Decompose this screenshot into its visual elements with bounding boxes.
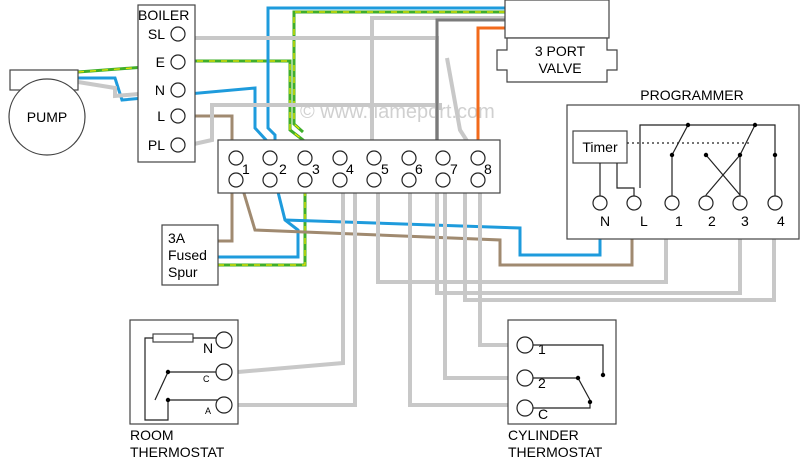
valve-dark-grey-wire	[435, 18, 505, 158]
room-stat-a-wire	[238, 180, 357, 407]
boiler-terminal-e: E	[156, 54, 165, 70]
programmer-terminal-1: 1	[675, 213, 683, 229]
cyl-stat-2-wire	[443, 180, 525, 380]
boiler-terminal-pl: PL	[148, 137, 165, 153]
boiler-screw-e	[170, 54, 186, 70]
earth-wire-spur-stripe	[218, 182, 306, 266]
room-stat-screw-a	[215, 396, 233, 414]
live-wire-spur	[218, 180, 234, 243]
junction-terminal-2: 2	[262, 150, 287, 188]
room-stat-c-wire	[237, 180, 345, 374]
junction-terminal-7: 7	[435, 150, 458, 188]
earth-wire-valve-stripe	[293, 11, 505, 133]
programmer-4-wire	[463, 180, 776, 302]
junction-terminal-4: 4	[332, 150, 354, 188]
programmer-1-wire	[376, 180, 668, 284]
programmer-terminal-2: 2	[708, 213, 716, 229]
valve-orange-wire	[476, 26, 505, 158]
cyl-stat-terminal-1: 1	[538, 341, 546, 357]
svg-text:6: 6	[415, 161, 423, 177]
cyl-stat-screw-c	[516, 399, 534, 417]
fused-spur-box	[161, 224, 219, 286]
live-wire-programmer	[238, 179, 634, 267]
room-thermostat: N C A ROOM THERMOSTAT	[129, 319, 239, 460]
programmer: PROGRAMMER Timer N L 1 2 3 4	[566, 87, 800, 240]
programmer-screw-l	[626, 195, 642, 211]
junction-terminal-5: 5	[366, 150, 389, 188]
boiler-screw-sl	[170, 26, 186, 42]
fused-spur: 3A Fused Spur	[161, 224, 219, 286]
room-stat-terminal-a: A	[205, 406, 211, 416]
svg-text:2: 2	[279, 161, 287, 177]
programmer-title: PROGRAMMER	[640, 87, 743, 103]
junction-box-frame	[217, 139, 501, 194]
programmer-screw-3	[732, 195, 748, 211]
svg-text:7: 7	[450, 161, 458, 177]
junction-box: 1 2 3 4 5 6 7 8	[217, 139, 501, 194]
cylinder-thermostat-title-1: CYLINDER	[508, 427, 579, 443]
svg-text:4: 4	[346, 161, 354, 177]
neutral-wire-programmer	[284, 200, 602, 257]
junction-terminal-3: 3	[297, 150, 320, 188]
junction-terminal-1: 1	[228, 150, 250, 188]
cylinder-thermostat-title-2: THERMOSTAT	[508, 444, 603, 460]
room-stat-terminal-n: N	[203, 340, 213, 356]
boiler-terminal-n: N	[155, 82, 165, 98]
programmer-3-wire	[435, 180, 742, 295]
junction-terminal-6: 6	[401, 150, 423, 188]
room-thermostat-title-2: THERMOSTAT	[130, 444, 225, 460]
timer-label: Timer	[582, 139, 618, 155]
room-thermostat-title-1: ROOM	[130, 427, 174, 443]
svg-text:3: 3	[312, 161, 320, 177]
programmer-screw-4	[767, 195, 783, 211]
cylinder-thermostat: 1 2 C CYLINDER THERMOSTAT	[507, 319, 617, 460]
svg-text:1: 1	[242, 161, 250, 177]
programmer-terminal-3: 3	[741, 213, 749, 229]
cyl-stat-screw-2	[516, 369, 534, 387]
valve-label-1: 3 PORT	[535, 43, 586, 59]
boiler-terminal-sl: SL	[148, 26, 165, 42]
valve-body	[496, 37, 618, 83]
programmer-screw-2	[698, 195, 714, 211]
programmer-terminal-4: 4	[777, 213, 785, 229]
room-stat-screw-n	[215, 331, 233, 349]
room-stat-screw-c	[215, 363, 233, 381]
boiler-screw-n	[170, 82, 186, 98]
permanent-live-wire	[184, 103, 442, 148]
room-thermostat-resistor	[152, 333, 194, 343]
valve-grey-wire	[370, 16, 505, 158]
svg-text:8: 8	[484, 161, 492, 177]
boiler: BOILER SL E N L PL	[137, 4, 196, 163]
valve-head	[504, 0, 610, 39]
boiler-screw-pl	[170, 137, 186, 153]
fused-spur-label-2: Fused	[168, 247, 207, 263]
junction-terminal-8: 8	[470, 150, 492, 188]
three-port-valve: 3 PORT VALVE	[496, 0, 618, 83]
cyl-stat-terminal-2: 2	[538, 375, 546, 391]
boiler-screw-l	[170, 108, 186, 124]
cyl-stat-c-wire	[408, 180, 525, 407]
room-stat-terminal-c: C	[203, 374, 210, 384]
boiler-title: BOILER	[138, 7, 189, 23]
cyl-stat-terminal-c: C	[538, 406, 548, 422]
neutral-wire-valve	[266, 6, 505, 158]
pump-body	[8, 78, 86, 156]
pump: PUMP	[8, 69, 86, 156]
fused-spur-label-3: Spur	[168, 264, 198, 280]
svg-text:5: 5	[381, 161, 389, 177]
programmer-terminal-l: L	[640, 213, 648, 229]
boiler-box	[137, 4, 196, 163]
cyl-stat-screw-1	[516, 336, 534, 354]
boiler-terminal-l: L	[157, 108, 165, 124]
programmer-screw-1	[664, 195, 680, 211]
pump-label: PUMP	[27, 109, 67, 125]
fused-spur-label-1: 3A	[168, 230, 186, 246]
programmer-screw-n	[592, 195, 608, 211]
programmer-box	[566, 104, 800, 240]
valve-label-2: VALVE	[538, 60, 581, 76]
neutral-wire-spur	[218, 179, 300, 259]
programmer-terminal-n: N	[600, 213, 610, 229]
